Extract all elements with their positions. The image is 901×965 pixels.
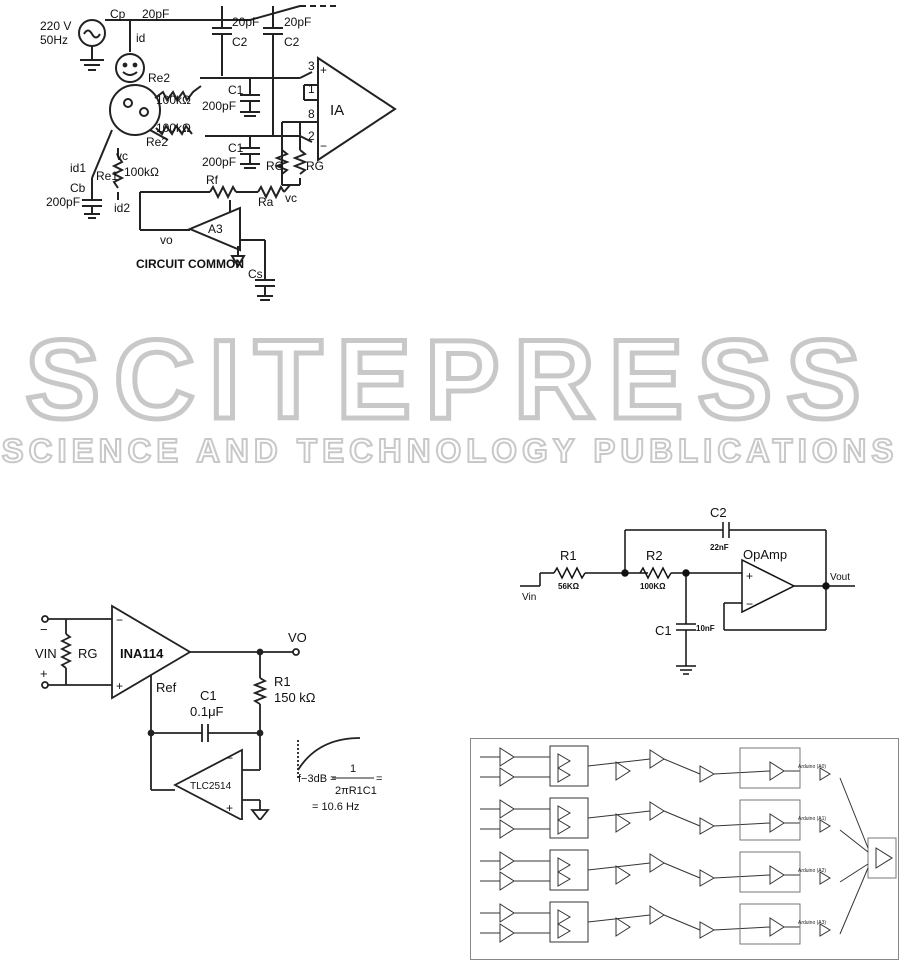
id1-label: id1: [70, 161, 86, 175]
ra-label: Ra: [258, 195, 274, 209]
cp-label: Cp: [110, 7, 126, 21]
r1-value: 150 kΩ: [274, 690, 316, 705]
vo-label: vo: [160, 233, 173, 247]
pin-2-label: 2: [308, 129, 315, 143]
cs-label: Cs: [248, 267, 263, 281]
vin-label: Vin: [522, 592, 536, 603]
formula-equals: =: [376, 773, 382, 785]
c2-label: C2: [710, 505, 727, 520]
vin-plus: +: [40, 666, 48, 681]
re2-label-bottom: Re2: [146, 135, 168, 149]
ref-label: Ref: [156, 680, 177, 695]
re1-label: Re1: [96, 169, 118, 183]
r1-label: R1: [560, 548, 577, 563]
watermark: SCITEPRESS SCIENCE AND TECHNOLOGY PUBLIC…: [0, 315, 901, 480]
op-minus: −: [226, 751, 233, 765]
c1-value: 0.1μF: [190, 704, 224, 719]
schematic-channel-block: [480, 849, 801, 893]
re1-value: 100kΩ: [124, 165, 159, 179]
rg-label-b: RG: [306, 159, 324, 173]
c1-label-bottom: C1: [228, 141, 244, 155]
multichannel-schematic: Arduino (A0) Arduino (A1) Arduino (A2) A…: [470, 738, 900, 965]
c1-value: 10nF: [696, 624, 715, 633]
vc2-label: vc: [285, 191, 297, 205]
ina114-circuit-diagram: − VIN + RG INA114 − + Ref C1 0.1μF R1 15…: [30, 600, 390, 825]
vout-label: Vout: [830, 572, 850, 583]
circuit-common-label: CIRCUIT COMMON: [136, 257, 244, 271]
pin-plus-label: +: [320, 63, 327, 77]
a3-label: A3: [208, 222, 223, 236]
schematic-channel-block: [480, 901, 801, 945]
r1-label: R1: [274, 674, 291, 689]
opamp-label: OpAmp: [743, 547, 787, 562]
vin-label: VIN: [35, 646, 57, 661]
cb-value: 200pF: [46, 195, 80, 209]
schematic-channel-label: Arduino (A2): [798, 868, 826, 874]
r2-label: R2: [646, 548, 663, 563]
c2-label-a: C2: [232, 35, 248, 49]
cp-value: 20pF: [142, 7, 169, 21]
vin-minus: −: [40, 622, 48, 637]
r-mid-value: 100kΩ: [156, 121, 191, 135]
rg-label-a: RG: [266, 159, 284, 173]
vo-label: VO: [288, 630, 307, 645]
r1-value: 56KΩ: [558, 582, 580, 591]
ia-label: IA: [330, 102, 344, 119]
ina-minus: −: [116, 613, 123, 627]
schematic-channel-block: [480, 797, 801, 841]
vc-label: vc: [116, 149, 128, 163]
r2-value: 100KΩ: [640, 582, 666, 591]
schematic-channel-block: [480, 745, 801, 789]
opamp-plus: +: [746, 569, 753, 583]
formula-result: = 10.6 Hz: [312, 801, 359, 813]
c2-value: 22nF: [710, 543, 729, 552]
id2-label: id2: [114, 201, 130, 215]
watermark-brand: SCITEPRESS: [25, 330, 875, 442]
watermark-tagline: SCIENCE AND TECHNOLOGY PUBLICATIONS: [2, 432, 899, 469]
c2-label-b: C2: [284, 35, 300, 49]
ina114-label: INA114: [120, 646, 164, 661]
c1-label: C1: [200, 688, 217, 703]
pin-minus-label: −: [320, 139, 327, 153]
c2-value-b: 20pF: [284, 15, 311, 29]
filter-circuit-diagram: C2 22nF R1 56KΩ R2 100KΩ OpAmp + − Vout …: [510, 500, 870, 695]
r-top-value: 100kΩ: [156, 93, 191, 107]
c1-label: C1: [655, 623, 672, 638]
tlc2514-label: TLC2514: [190, 781, 232, 792]
re2-label-top: Re2: [148, 71, 170, 85]
schematic-channel-label: Arduino (A0): [798, 764, 826, 770]
opamp-minus: −: [746, 597, 753, 611]
c1-value-bottom: 200pF: [202, 155, 236, 169]
c1-value-top: 200pF: [202, 99, 236, 113]
source-frequency-label: 50Hz: [40, 33, 68, 47]
cb-label: Cb: [70, 181, 86, 195]
formula-numerator: 1: [350, 763, 356, 775]
ina-plus: +: [116, 679, 123, 693]
rg-label: RG: [78, 646, 98, 661]
c1-label-top: C1: [228, 83, 244, 97]
formula-denominator: 2πR1C1: [335, 785, 377, 797]
c2-value-a: 20pF: [232, 15, 259, 29]
id-label: id: [136, 31, 145, 45]
ia-circuit-diagram: 220 V 50Hz Cp 20pF id 20pF C2 20pF C2 Re…: [0, 0, 420, 315]
schematic-channel-label: Arduino (A1): [798, 816, 826, 822]
pin-8-label: 8: [308, 107, 315, 121]
pin-3-label: 3: [308, 59, 315, 73]
op-plus: +: [226, 801, 233, 815]
source-voltage-label: 220 V: [40, 19, 71, 33]
pin-1-label: 1: [308, 82, 315, 96]
schematic-channel-label: Arduino (A3): [798, 920, 826, 926]
formula-lhs: f−3dB =: [298, 773, 337, 785]
rf-label: Rf: [206, 173, 219, 187]
